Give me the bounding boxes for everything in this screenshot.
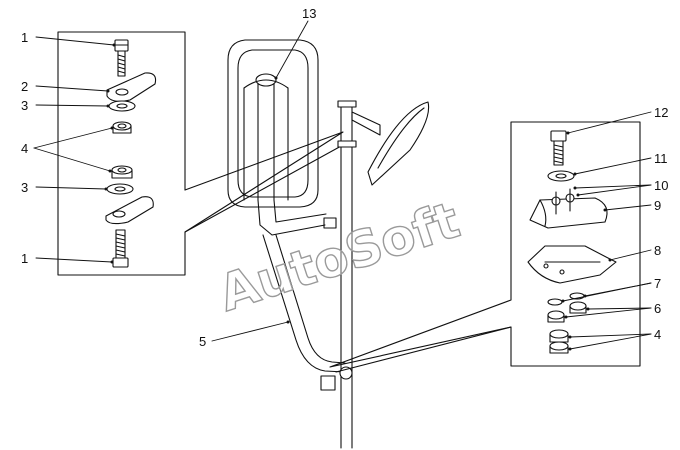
callout-7: 7: [654, 276, 661, 291]
mirror-wing: [351, 101, 430, 186]
callout-13: 13: [302, 6, 316, 21]
right-inset-frame: [329, 121, 641, 368]
bent-rod: [262, 234, 353, 391]
lock-plate-top: [106, 72, 157, 102]
leader-lines: [33, 20, 652, 350]
left-inset-frame: [57, 31, 344, 276]
callout-6: 6: [654, 301, 661, 316]
lock-plate-bottom: [105, 196, 154, 225]
callout-5: 5: [199, 334, 206, 349]
callout-3-top: 3: [21, 98, 28, 113]
bolt-top-left: [114, 39, 129, 77]
nuts-bottom-right: [549, 329, 569, 354]
right-detail-inset: [329, 121, 641, 373]
callout-4-left: 4: [21, 141, 28, 156]
callout-8: 8: [654, 243, 661, 258]
washer-bottom-left: [106, 183, 134, 195]
watermark-text: AutoSoft: [212, 191, 466, 323]
callout-1-bottom: 1: [21, 251, 28, 266]
mounting-plate: [527, 245, 617, 284]
bolt-bottom-left: [112, 229, 129, 268]
callout-10: 10: [654, 178, 668, 193]
callout-4-right: 4: [654, 327, 661, 342]
clamp-bracket: [529, 188, 608, 229]
nut-bottom-left: [111, 165, 133, 179]
callout-9: 9: [654, 198, 661, 213]
mirror-assembly: [227, 39, 337, 236]
callout-1-top: 1: [21, 30, 28, 45]
callout-labels: 1 2 3 4 3 1 5 13 12 11 10 9 8 7 6 4: [21, 6, 668, 349]
left-detail-inset: [57, 31, 344, 276]
washer-top-left: [108, 100, 136, 112]
washer-right: [547, 170, 575, 182]
callout-12: 12: [654, 105, 668, 120]
bolt-right-top: [550, 130, 567, 166]
nuts-mid-right: [547, 301, 587, 323]
nut-top-left: [112, 121, 132, 134]
callout-11: 11: [654, 151, 668, 166]
callout-2: 2: [21, 79, 28, 94]
leader-arrowheads: [104, 43, 612, 351]
vertical-pole: [337, 100, 357, 449]
callout-3-bottom: 3: [21, 180, 28, 195]
